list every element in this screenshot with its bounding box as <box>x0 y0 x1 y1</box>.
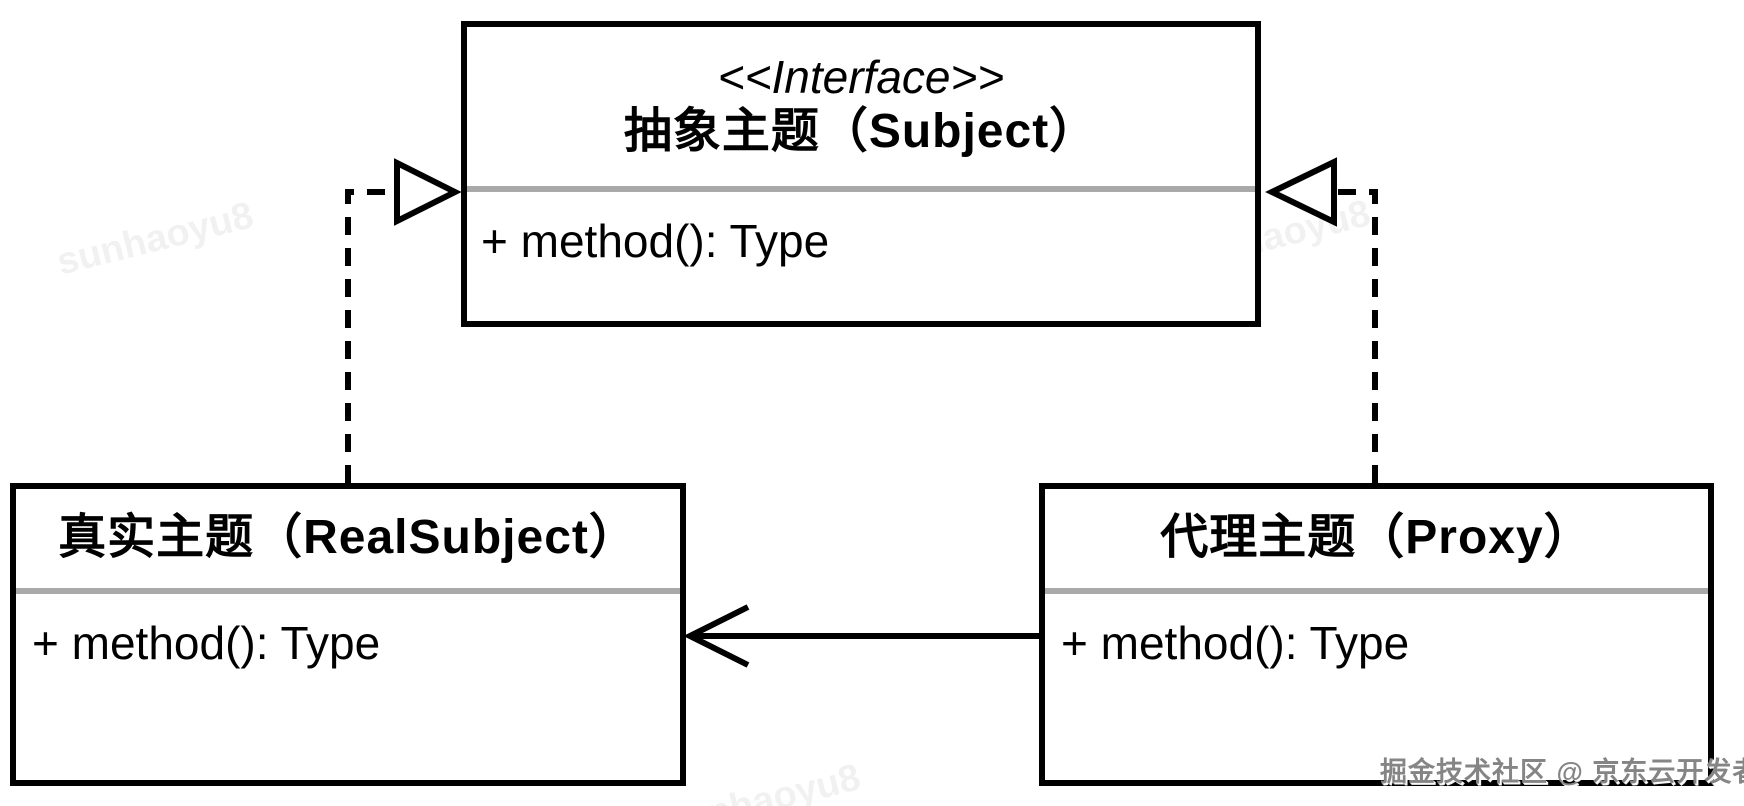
method-signature: + method(): Type <box>481 215 830 267</box>
class-box-proxy: 代理主题（Proxy） + method(): Type <box>1039 483 1714 786</box>
compartment-divider <box>16 588 680 594</box>
watermark-text: sunhaoyu8 <box>52 194 258 284</box>
class-name-proxy: 代理主题（Proxy） <box>1160 511 1593 565</box>
stereotype-label: <<Interface>> <box>717 51 1005 104</box>
compartment-divider <box>467 186 1255 192</box>
class-name-subject: 抽象主题（Subject） <box>623 104 1099 158</box>
method-compartment: + method(): Type <box>467 192 1255 321</box>
class-title-compartment: 代理主题（Proxy） <box>1045 489 1708 588</box>
credit-watermark: 掘金技术社区 @ 京东云开发者 <box>1380 757 1744 787</box>
watermark-text: sunhaoyu8 <box>659 756 865 806</box>
class-box-subject: <<Interface>> 抽象主题（Subject） + method(): … <box>461 21 1261 327</box>
class-title-compartment: 真实主题（RealSubject） <box>16 489 680 588</box>
open-arrowhead <box>683 604 750 668</box>
method-signature: + method(): Type <box>32 617 381 669</box>
method-compartment: + method(): Type <box>1045 594 1708 780</box>
class-title-compartment: <<Interface>> 抽象主题（Subject） <box>467 27 1255 186</box>
method-signature: + method(): Type <box>1061 617 1410 669</box>
class-box-realsubject: 真实主题（RealSubject） + method(): Type <box>10 483 686 786</box>
hollow-triangle-arrowhead-left <box>394 158 462 226</box>
compartment-divider <box>1045 588 1708 594</box>
realization-line-realsubject-to-subject <box>345 189 394 483</box>
class-name-realsubject: 真实主题（RealSubject） <box>58 511 638 565</box>
method-compartment: + method(): Type <box>16 594 680 780</box>
